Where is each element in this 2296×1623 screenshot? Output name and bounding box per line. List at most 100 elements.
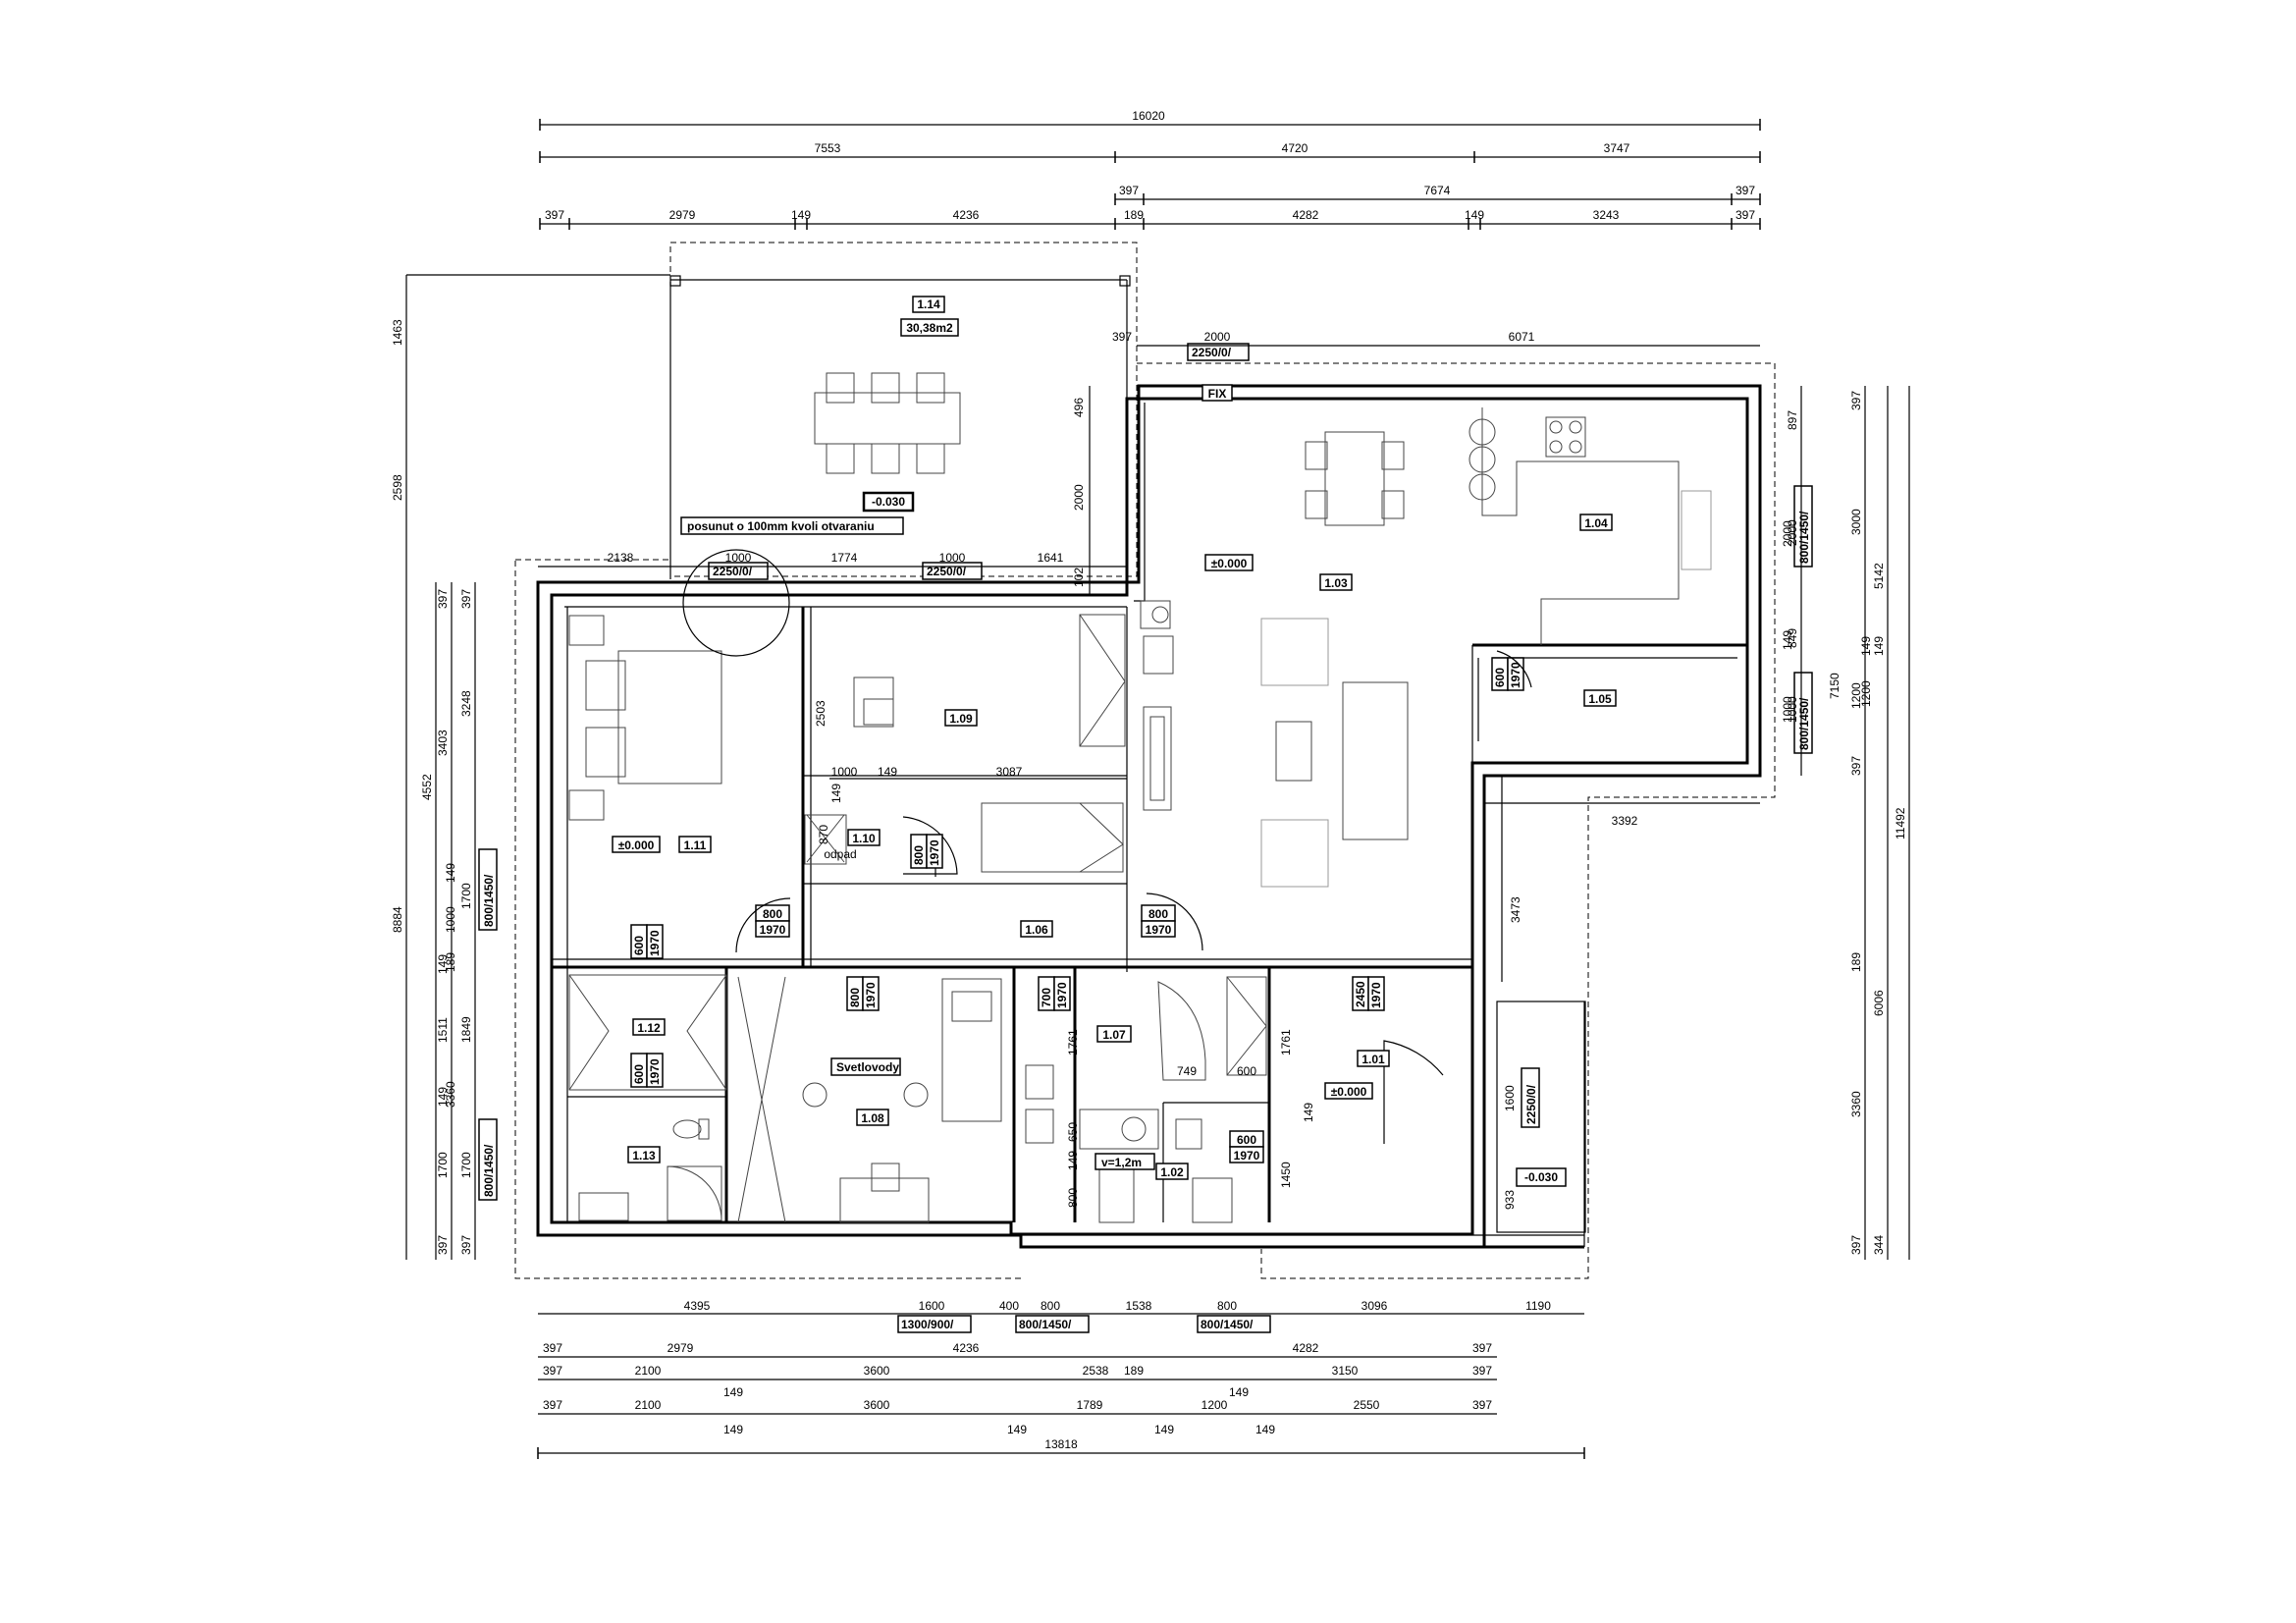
- dim-left-c2: 1700: [459, 883, 473, 909]
- door-1970f: 1970: [928, 839, 941, 866]
- dim-inner-i21: 650: [1066, 1122, 1080, 1142]
- dim-left-c3: 149: [444, 863, 457, 883]
- room-109: 1.09: [853, 614, 1126, 747]
- door-1970d: 1970: [648, 930, 662, 956]
- dim-left-a1: 2598: [391, 474, 404, 501]
- dim-inner-t2: 2000: [1204, 330, 1231, 344]
- dim-inner-i6: 1774: [831, 551, 858, 565]
- opening-win-right2: 800/1450/: [1797, 697, 1811, 750]
- dim-right-b6: 3360: [1849, 1091, 1863, 1117]
- dim-bot-r3-2: 149: [723, 1423, 743, 1436]
- dim-left-c6: 1849: [459, 1016, 473, 1043]
- dim-inner-i29: 2000: [1781, 520, 1794, 547]
- opening-bottom1: 1300/900/: [901, 1318, 954, 1331]
- room-area-114: 30,38m2: [906, 321, 953, 335]
- dim-top-r4-5: 4282: [1293, 208, 1319, 222]
- door-600b: 600: [632, 1064, 646, 1084]
- door-1970h: 1970: [1234, 1149, 1260, 1163]
- opening-bottom3: 800/1450/: [1201, 1318, 1254, 1331]
- dim-inner-i16: 1761: [1066, 1029, 1080, 1055]
- dim-left-c7: 3360: [444, 1081, 457, 1108]
- room-107-102: 1.07 1.02 v=1,2m: [1025, 976, 1267, 1223]
- door-1970e: 1970: [648, 1058, 662, 1085]
- dim-inner-i3: 102: [1072, 568, 1086, 587]
- dim-inner-i8: 1641: [1038, 551, 1064, 565]
- dim-chain-right: 897 2000 849 1000 397 3000 149 1200 397 …: [1786, 386, 1910, 1260]
- dim-right-b4: 397: [1849, 756, 1863, 776]
- dim-right-a2: 849: [1786, 628, 1799, 648]
- dim-inner-i30: 1200: [1859, 680, 1873, 707]
- room-108: Svetlovody 1.08: [737, 976, 1002, 1223]
- dim-inner-i24: 1450: [1279, 1162, 1293, 1188]
- label-odpad: odpad: [824, 847, 856, 861]
- dim-right-c1: 7150: [1828, 673, 1842, 699]
- dim-left-b6: 397: [436, 1235, 450, 1255]
- dim-top-r4-4: 189: [1124, 208, 1144, 222]
- dim-right-c3: 344: [1872, 1235, 1886, 1255]
- room-label-105: 1.05: [1588, 692, 1612, 706]
- dim-bot-r2-5: 189: [1124, 1364, 1144, 1378]
- dim-bot-r2-4: 2538: [1083, 1364, 1109, 1378]
- dim-chain-left: 1463 2598 8884 4552 397 3403 149 1511 14…: [391, 274, 670, 1260]
- dim-right-b1: 3000: [1849, 509, 1863, 535]
- label-height: v=1,2m: [1101, 1156, 1142, 1169]
- dim-bot-r0-7: 1190: [1525, 1299, 1551, 1313]
- dim-bot-r3-0: 397: [543, 1398, 562, 1412]
- room-label-103: 1.03: [1324, 576, 1348, 590]
- dim-bot-r1-3: 4282: [1293, 1341, 1319, 1355]
- opening-entrance: 2250/0/: [1524, 1084, 1538, 1124]
- door-600d: 600: [1493, 668, 1507, 687]
- door-1970a: 1970: [760, 923, 786, 937]
- dim-bot-r0-5: 800: [1217, 1299, 1237, 1313]
- door-800a: 800: [763, 907, 782, 921]
- dim-bot-r0-1: 1600: [919, 1299, 945, 1313]
- dim-top-397a: 397: [1119, 184, 1139, 197]
- dim-bot-r2-0: 397: [543, 1364, 562, 1378]
- dim-inner-i5: 1000: [725, 551, 752, 565]
- opening-door-b: 2250/0/: [927, 565, 967, 578]
- room-110-106: 1.10 odpad 870 1.06: [804, 802, 1124, 938]
- opening-door-a: 2250/0/: [713, 565, 753, 578]
- label-fix: FIX: [1208, 387, 1227, 401]
- opening-win-left2: 800/1450/: [482, 1144, 496, 1197]
- label-skylight: Svetlovody: [836, 1060, 899, 1074]
- dim-inner-i7: 1000: [939, 551, 966, 565]
- dim-top-r4-8: 397: [1735, 208, 1755, 222]
- dim-left-d0: 8884: [391, 906, 404, 933]
- room-label-112: 1.12: [637, 1021, 661, 1035]
- dim-inner-i23: 800: [1066, 1188, 1080, 1208]
- dim-bot-r2-2: 149: [723, 1385, 743, 1399]
- dim-inner-i20: 149: [1302, 1103, 1315, 1122]
- dim-left-b2: 149: [436, 954, 450, 974]
- opening-terrace-top: 2250/0/: [1192, 346, 1232, 359]
- room-104: 1.04: [1481, 407, 1712, 645]
- dim-top-a: 7553: [815, 141, 841, 155]
- dim-right-b0: 397: [1849, 391, 1863, 410]
- dim-right-c2: 6006: [1872, 990, 1886, 1016]
- dim-bot-r0-2: 400: [999, 1299, 1019, 1313]
- room-label-106: 1.06: [1025, 923, 1048, 937]
- dim-top-r4-1: 2979: [669, 208, 696, 222]
- room-105: 1.05 600 1970: [1491, 650, 1617, 707]
- dim-inner-t1: 397: [1112, 330, 1132, 344]
- level-entrance: -0.030: [1524, 1170, 1558, 1184]
- dim-bot-r0-6: 3096: [1362, 1299, 1388, 1313]
- dim-left-c1: 3248: [459, 690, 473, 717]
- dim-top-r4-7: 3243: [1593, 208, 1620, 222]
- dim-bot-r1-0: 397: [543, 1341, 562, 1355]
- room-label-113: 1.13: [632, 1149, 656, 1163]
- dim-bot-r3-3: 3600: [864, 1398, 890, 1412]
- terrace: 1.14 30,38m2 -0.030 posunut o 100mm kvol…: [669, 242, 1138, 579]
- dim-bot-r3-8: 149: [1255, 1423, 1275, 1436]
- room-111: ±0.000 1.11: [568, 549, 790, 853]
- dim-inner-i18: 600: [1237, 1064, 1256, 1078]
- dim-inner-i26: 933: [1503, 1190, 1517, 1210]
- room-label-111: 1.11: [684, 839, 707, 852]
- dim-inner-i28: 1000: [1781, 696, 1794, 723]
- dim-chain-bottom: 4395 1600 400 800 1538 800 3096 1190 397…: [537, 1299, 1585, 1459]
- dim-left-a0: 1463: [391, 319, 404, 346]
- room-label-107: 1.07: [1102, 1028, 1126, 1042]
- dim-left-b4: 149: [436, 1087, 450, 1107]
- dim-left-d1: 4552: [420, 774, 434, 800]
